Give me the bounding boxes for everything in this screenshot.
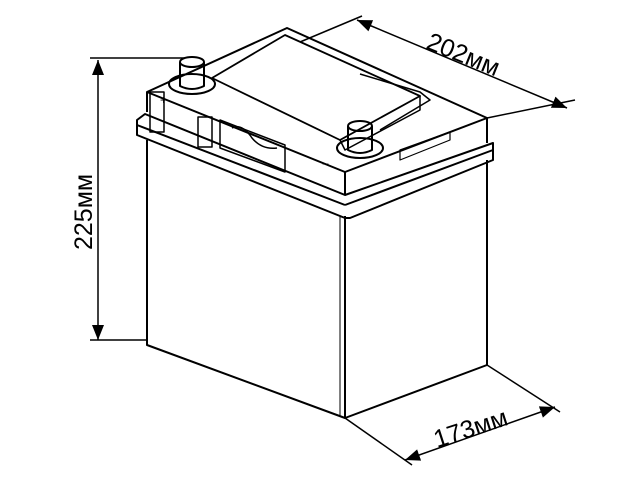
battery-body xyxy=(146,140,488,419)
positive-terminal xyxy=(168,56,216,95)
height-dimension-line xyxy=(90,57,185,341)
negative-terminal xyxy=(336,120,384,159)
width-label: 173мм xyxy=(430,404,511,454)
height-label: 225мм xyxy=(70,174,98,250)
negative-symbol: − xyxy=(322,157,329,171)
length-label: 202мм xyxy=(423,28,504,82)
length-dimension-line xyxy=(299,15,576,119)
width-dimension-line xyxy=(344,364,561,466)
positive-symbol: + xyxy=(160,93,167,107)
